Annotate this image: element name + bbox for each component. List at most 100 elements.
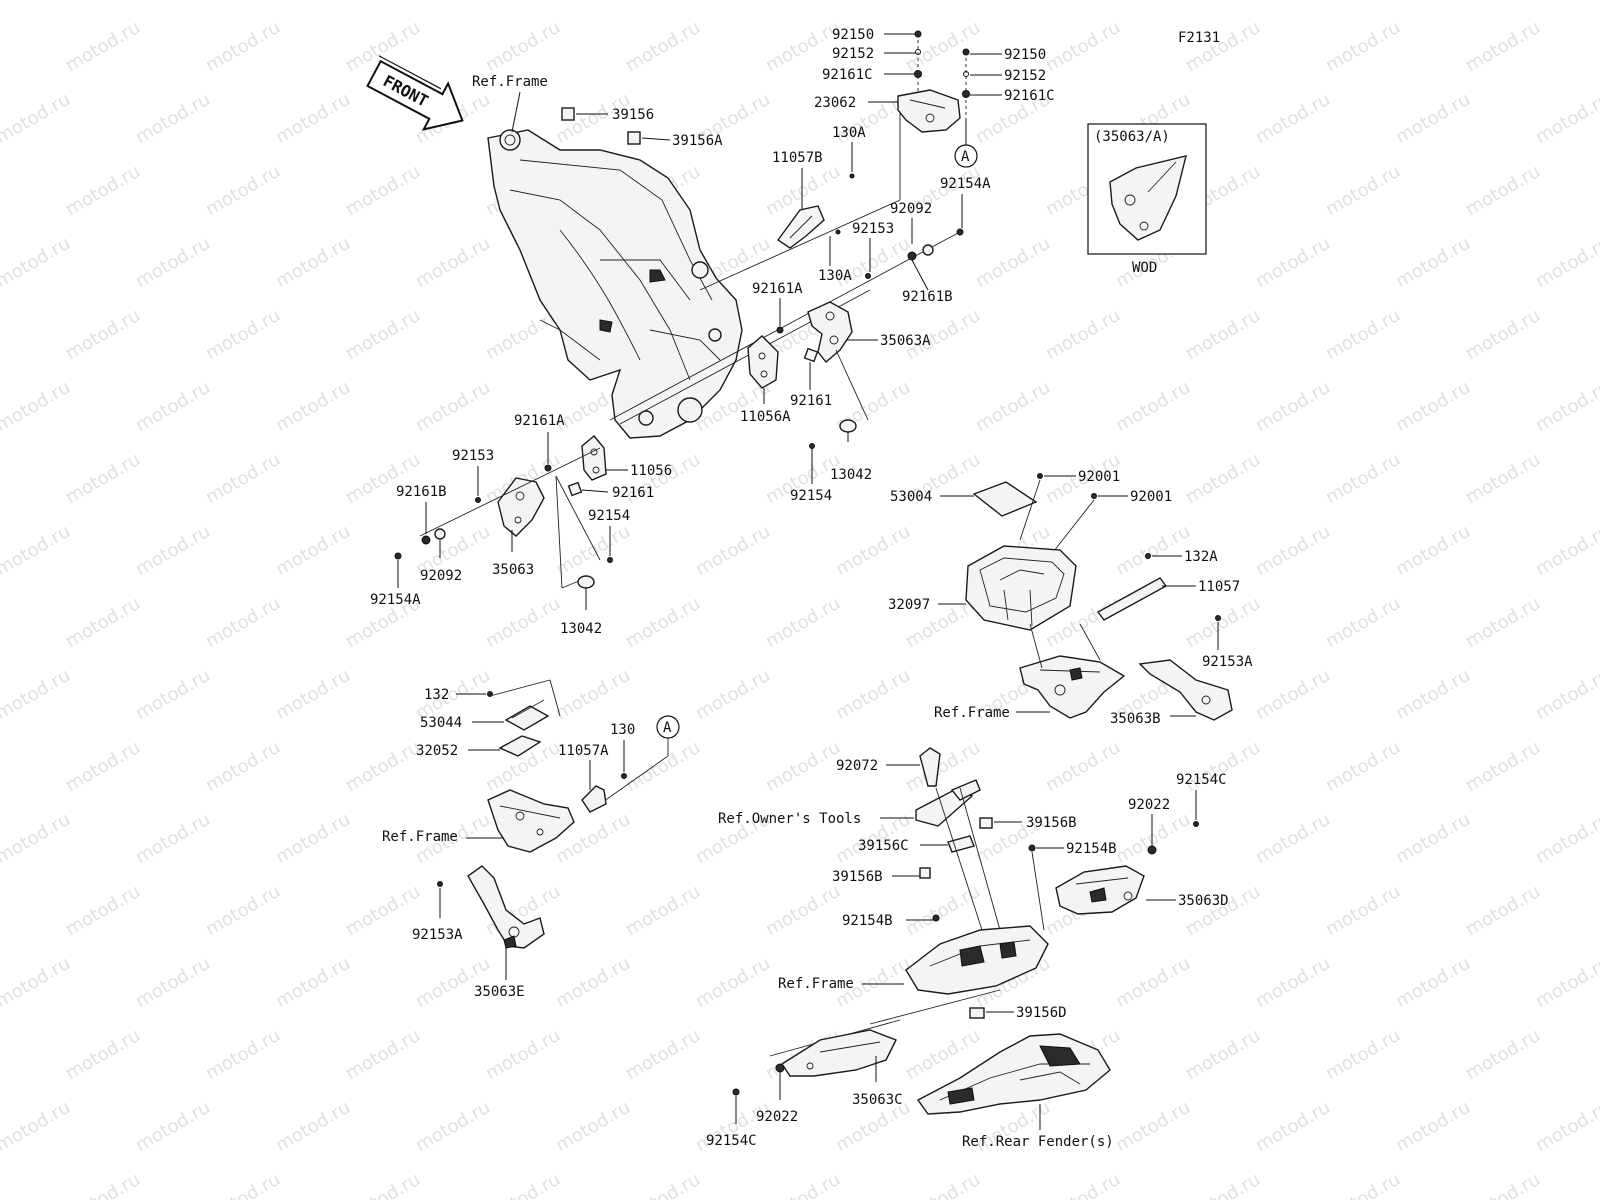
watermark-text: motod.ru — [902, 1169, 984, 1200]
label-35063A: 35063A — [880, 333, 931, 349]
watermark-text: motod.ru — [482, 1169, 564, 1200]
watermark-text: motod.ru — [202, 1169, 284, 1200]
watermark-text: motod.ru — [1322, 1025, 1404, 1084]
watermark-text: motod.ru — [202, 17, 284, 76]
watermark-text: motod.ru — [1462, 305, 1544, 364]
callout-a-top-label: A — [961, 149, 970, 165]
label-92150-b: 92150 — [1004, 47, 1046, 63]
watermark-text: motod.ru — [832, 0, 914, 4]
watermark-text: motod.ru — [552, 1097, 634, 1156]
watermark-text: motod.ru — [1322, 737, 1404, 796]
footrest-bracket-left-frame — [487, 789, 575, 853]
watermark-text: motod.ru — [412, 953, 494, 1012]
watermark-text: motod.ru — [0, 449, 4, 508]
callout-a-lower-label: A — [663, 720, 672, 736]
watermark-text: motod.ru — [1532, 0, 1600, 4]
watermark-text: motod.ru — [272, 665, 354, 724]
watermark-text: motod.ru — [0, 881, 4, 940]
footrest-bracket-35063C — [781, 1029, 897, 1077]
watermark-text: motod.ru — [622, 1025, 704, 1084]
label-39156D: 39156D — [1016, 1005, 1067, 1021]
rubber-block-39156A — [627, 131, 641, 145]
watermark-text: motod.ru — [1462, 1169, 1544, 1200]
watermark-text: motod.ru — [482, 17, 564, 76]
watermark-text: motod.ru — [902, 881, 984, 940]
watermark-text: motod.ru — [1042, 17, 1124, 76]
watermark-text: motod.ru — [1182, 1025, 1264, 1084]
watermark-text: motod.ru — [1532, 665, 1600, 724]
watermark-text: motod.ru — [202, 449, 284, 508]
watermark-text: motod.ru — [272, 521, 354, 580]
watermark-text: motod.ru — [1182, 449, 1264, 508]
plate-32052 — [498, 735, 542, 757]
watermark-text: motod.ru — [622, 881, 704, 940]
watermark-text: motod.ru — [1392, 1097, 1474, 1156]
watermark-text: motod.ru — [902, 17, 984, 76]
watermark-text: motod.ru — [272, 89, 354, 148]
watermark-text: motod.ru — [62, 1169, 144, 1200]
watermark-text: motod.ru — [1322, 161, 1404, 220]
rubber-block-39156 — [561, 107, 575, 121]
guard-11057B — [777, 205, 825, 249]
watermark-text: motod.ru — [482, 593, 564, 652]
watermark-text: motod.ru — [412, 233, 494, 292]
watermark-text: motod.ru — [1462, 17, 1544, 76]
watermark-text: motod.ru — [1532, 1097, 1600, 1156]
label-13042-left: 13042 — [560, 621, 602, 637]
label-92161C-a: 92161C — [822, 67, 873, 83]
watermark-text: motod.ru — [132, 809, 214, 868]
watermark-text: motod.ru — [272, 0, 354, 4]
watermark-text: motod.ru — [1532, 233, 1600, 292]
label-92154A-left: 92154A — [370, 592, 421, 608]
watermark-text: motod.ru — [272, 953, 354, 1012]
diagram-code: F2131 — [1178, 30, 1220, 46]
watermark-text: motod.ru — [832, 665, 914, 724]
label-ref-rear-fender: Ref.Rear Fender(s) — [962, 1134, 1114, 1150]
watermark-text: motod.ru — [1322, 17, 1404, 76]
damper-13042-top — [839, 419, 857, 433]
watermark-text: motod.ru — [972, 377, 1054, 436]
watermark-text: motod.ru — [342, 1025, 424, 1084]
label-39156: 39156 — [612, 107, 654, 123]
rubber-39156B-a — [979, 817, 993, 829]
watermark-text: motod.ru — [762, 881, 844, 940]
label-92072: 92072 — [836, 758, 878, 774]
watermark-text: motod.ru — [132, 953, 214, 1012]
watermark-text: motod.ru — [0, 305, 4, 364]
watermark-text: motod.ru — [552, 0, 634, 4]
watermark-text: motod.ru — [0, 593, 4, 652]
label-92152-b: 92152 — [1004, 68, 1046, 84]
battery-tray-32097 — [965, 545, 1077, 631]
watermark-text: motod.ru — [1112, 809, 1194, 868]
watermark-text: motod.ru — [1322, 305, 1404, 364]
label-92161-left: 92161 — [612, 485, 654, 501]
watermark-text: motod.ru — [1042, 1169, 1124, 1200]
label-92154B-a: 92154B — [1066, 841, 1117, 857]
watermark-text: motod.ru — [1392, 809, 1474, 868]
pad-39156D — [969, 1007, 985, 1019]
frame-subframe-bottom — [905, 925, 1049, 995]
label-35063D: 35063D — [1178, 893, 1229, 909]
inset-caption: WOD — [1132, 260, 1157, 276]
label-39156B-a: 39156B — [1026, 815, 1077, 831]
label-35063E: 35063E — [474, 984, 525, 1000]
pad-53004 — [972, 481, 1038, 517]
watermark-text: motod.ru — [62, 737, 144, 796]
watermark-text: motod.ru — [62, 881, 144, 940]
watermark-text: motod.ru — [1112, 953, 1194, 1012]
watermark-text: motod.ru — [342, 161, 424, 220]
label-23062: 23062 — [814, 95, 856, 111]
label-13042-top: 13042 — [830, 467, 872, 483]
label-32097: 32097 — [888, 597, 930, 613]
label-92161B-top: 92161B — [902, 289, 953, 305]
watermark-text: motod.ru — [1252, 377, 1334, 436]
watermark-text: motod.ru — [202, 1025, 284, 1084]
watermark-text: motod.ru — [412, 1097, 494, 1156]
label-ref-frame-top: Ref.Frame — [472, 74, 548, 90]
label-92154-left: 92154 — [588, 508, 630, 524]
label-53044: 53044 — [420, 715, 462, 731]
watermark-text: motod.ru — [1322, 881, 1404, 940]
label-92161-top: 92161 — [790, 393, 832, 409]
watermark-text: motod.ru — [1532, 521, 1600, 580]
